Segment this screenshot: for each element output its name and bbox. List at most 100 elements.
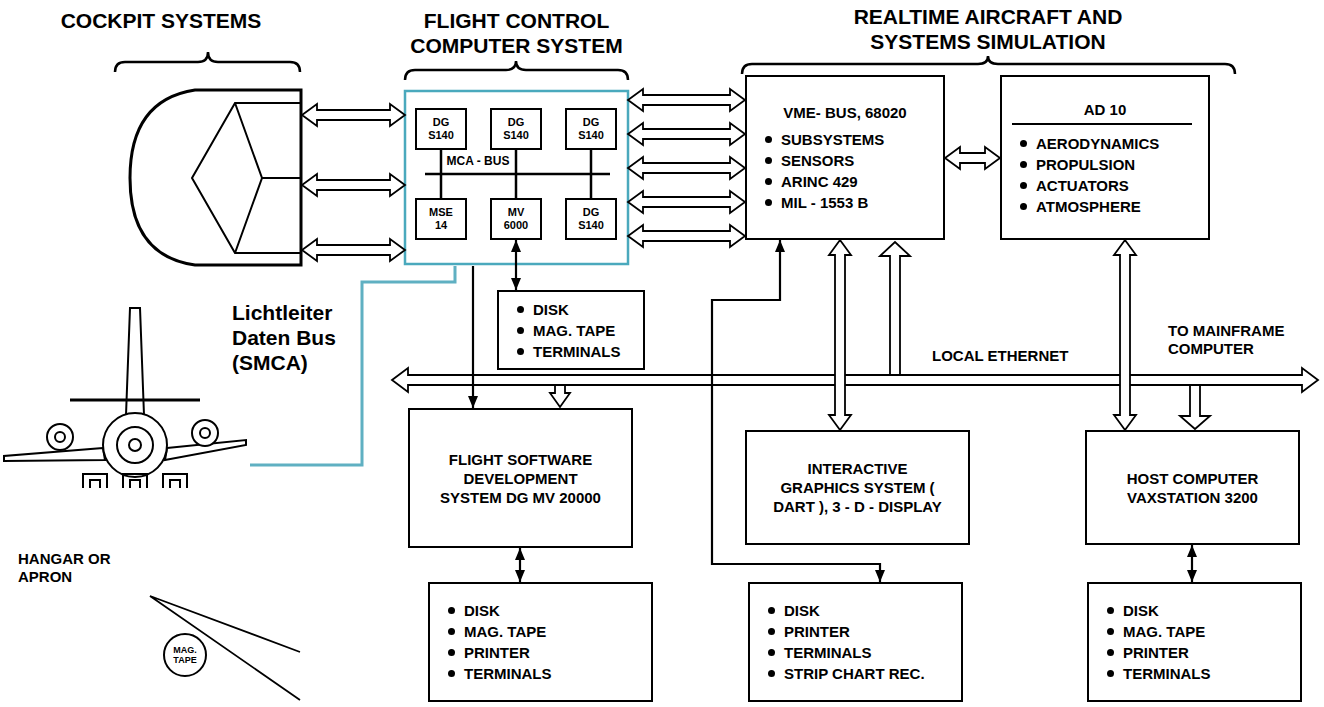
list-item: STRIP CHART REC. (768, 663, 951, 684)
node-text: ATMOSPHERE (1036, 196, 1141, 217)
node-text: MSE 14 (423, 206, 459, 232)
list-item: DISK (448, 600, 641, 621)
bus-stub (590, 150, 593, 198)
engine (47, 424, 73, 450)
list-item: DISK (1107, 600, 1290, 621)
bullet-dot (517, 306, 524, 313)
node-text: MAG. TAPE (533, 320, 615, 341)
engine (192, 420, 218, 446)
list-item: PROPULSION (1020, 154, 1198, 175)
landing-gear (83, 474, 187, 488)
processor-box: MV 6000 (490, 198, 542, 240)
connector (302, 239, 405, 261)
list-item: PRINTER (448, 642, 641, 663)
connector (875, 570, 885, 582)
list-item: MIL - 1553 B (765, 192, 933, 213)
bus-stub (515, 150, 518, 198)
list-item: ARINC 429 (765, 171, 933, 192)
connector (472, 266, 474, 408)
ethernet-branch (880, 242, 910, 380)
connector (775, 240, 785, 252)
connector (1114, 240, 1136, 430)
connector (628, 157, 745, 179)
engine-hub (200, 428, 210, 438)
connector (150, 596, 300, 700)
node-text: PROPULSION (1036, 154, 1135, 175)
bullet-dot (768, 649, 775, 656)
list-item: MAG. TAPE (1107, 621, 1290, 642)
connector (1187, 545, 1197, 557)
peripheral-box: DISKPRINTERTERMINALSSTRIP CHART REC. (748, 582, 963, 702)
mca-bus (425, 150, 610, 198)
connector (628, 123, 745, 145)
bullet-dot (448, 628, 455, 635)
bullet-dot (765, 199, 772, 206)
list-item: TERMINALS (1107, 663, 1290, 684)
bullet-dot (448, 670, 455, 677)
node-text: AERODYNAMICS (1036, 133, 1159, 154)
node-text: MCA - BUS (445, 154, 511, 168)
bullet-dot (448, 649, 455, 656)
cockpit-window (192, 103, 301, 253)
bullet-dot (768, 670, 775, 677)
node-text: MAG. TAPE (168, 645, 202, 665)
connector (515, 548, 525, 560)
tape-reel: MAG. TAPE (163, 633, 207, 677)
bracket (115, 52, 300, 72)
processor-box: DG S140 (565, 198, 617, 240)
node-text: DISK (784, 600, 820, 621)
aircraft-site: HANGAR OR APRON (0, 300, 250, 596)
connector (628, 89, 745, 111)
bracket (742, 56, 1235, 74)
bullet-dot (1107, 649, 1114, 656)
cockpit-outline (130, 90, 301, 265)
bullet-dot (517, 348, 524, 355)
cockpit-group: COCKPIT SYSTEMS (20, 8, 302, 268)
node-text: PRINTER (464, 642, 530, 663)
system-box: AD 10AERODYNAMICSPROPULSIONACTUATORSATMO… (1000, 75, 1210, 240)
list-item: TERMINALS (768, 642, 951, 663)
wing (4, 448, 105, 461)
node-text: FLIGHT CONTROL COMPUTER SYSTEM (405, 8, 628, 58)
list-item: TERMINALS (517, 341, 633, 362)
connector (511, 240, 521, 252)
connector (511, 278, 521, 290)
node-text: PRINTER (1123, 642, 1189, 663)
title-rule (1012, 123, 1192, 125)
bus-stub (440, 150, 443, 198)
computer-system: FLIGHT CONTROL COMPUTER SYSTEM MCA - BUS D… (405, 8, 628, 266)
list-item: DISK (768, 600, 951, 621)
annotation-label: TO MAINFRAME COMPUTER (1168, 322, 1318, 358)
connector (515, 570, 525, 582)
node-text: PRINTER (784, 621, 850, 642)
processor-box: DG S140 (415, 108, 467, 150)
list-item: PRINTER (1107, 642, 1290, 663)
bullet-dot (765, 157, 772, 164)
node-text: DG S140 (498, 116, 534, 142)
bullet-dot (1020, 140, 1027, 147)
processor-box: DG S140 (565, 108, 617, 150)
bracket (405, 61, 628, 80)
bullet-dot (448, 607, 455, 614)
bullet-dot (1020, 203, 1027, 210)
connector (468, 396, 478, 408)
system-box: FLIGHT SOFTWARE DEVELOPMENT SYSTEM DG MV… (408, 408, 633, 548)
node-text: MAG. TAPE (1123, 621, 1205, 642)
bullet-dot (765, 178, 772, 185)
node-text: FLIGHT SOFTWARE DEVELOPMENT SYSTEM DG MV… (436, 450, 606, 507)
list-item: SUBSYSTEMS (765, 129, 933, 150)
node-text: TERMINALS (1123, 663, 1211, 684)
connector (302, 174, 405, 196)
peripheral-box: DISKMAG. TAPEPRINTERTERMINALS (428, 582, 653, 702)
connector (302, 104, 405, 126)
connector (628, 225, 745, 247)
node-text: TERMINALS (784, 642, 872, 663)
ethernet-branch (1180, 380, 1210, 429)
list-item: SENSORS (765, 150, 933, 171)
node-text: MAG. TAPE (464, 621, 546, 642)
connector (628, 191, 745, 213)
peripheral-box: DISKMAG. TAPEPRINTERTERMINALS (1087, 582, 1302, 702)
list-item: ACTUATORS (1020, 175, 1198, 196)
annotation-label: REALTIME AIRCRAFT AND SYSTEMS SIMULATION (823, 4, 1153, 54)
engine-hub (129, 439, 141, 451)
